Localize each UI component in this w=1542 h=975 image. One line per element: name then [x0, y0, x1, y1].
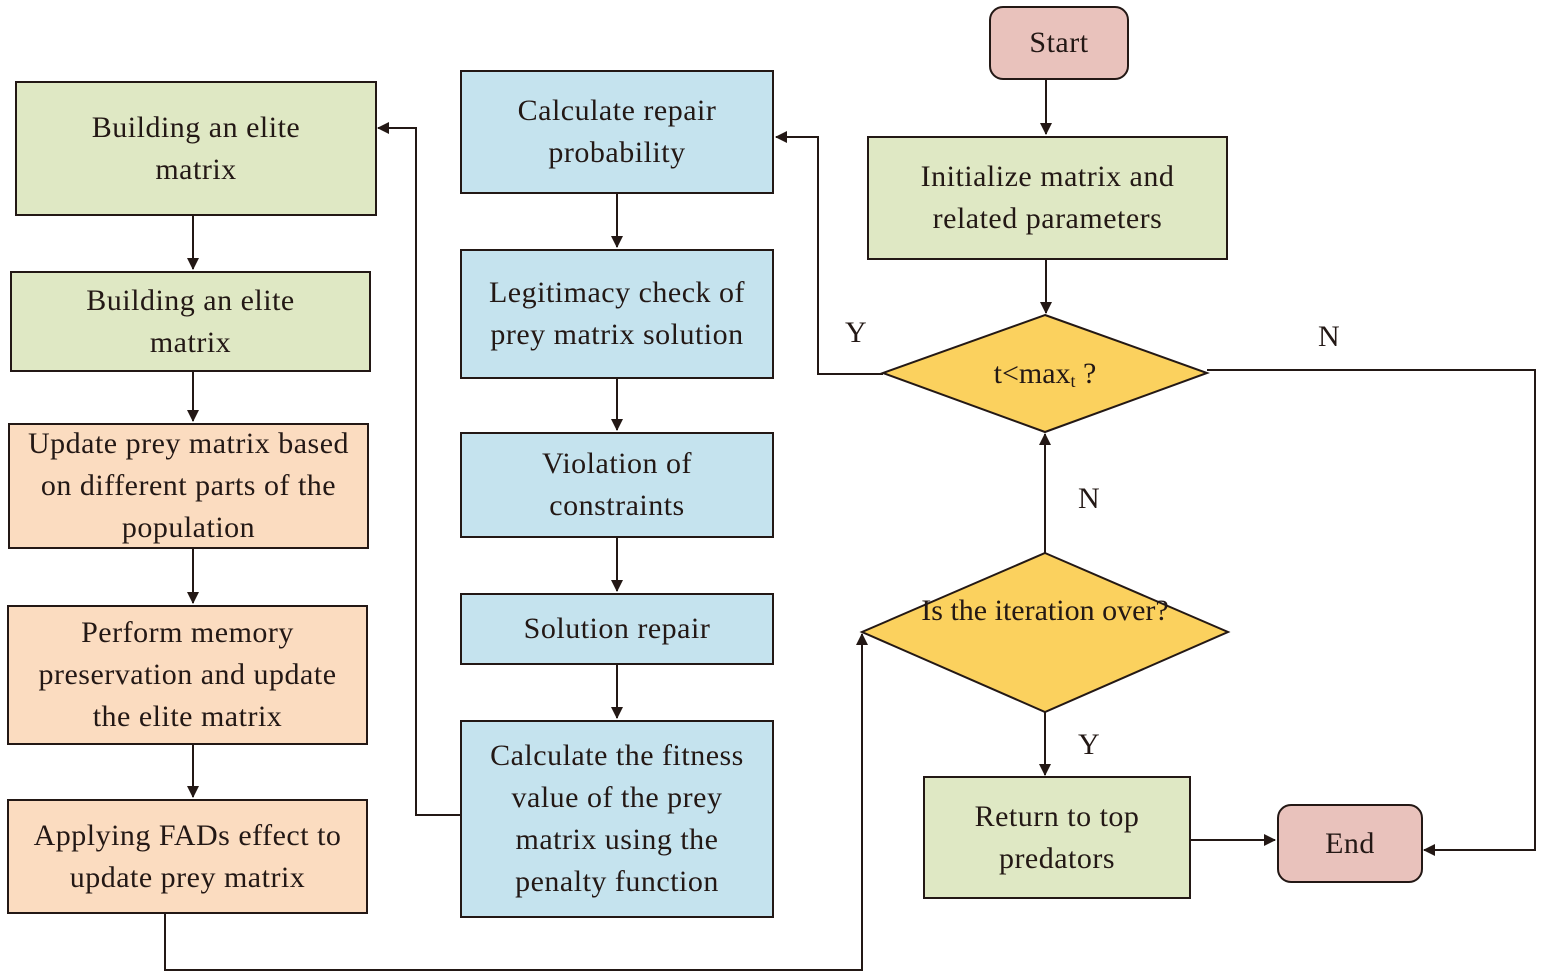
- edge-label-max-no: N: [1318, 320, 1340, 353]
- init-label: Initialize matrix and related parameters: [920, 160, 1175, 235]
- arrow-max-no-end: [1207, 369, 1536, 856]
- solution-repair-process: Solution repair: [460, 593, 774, 665]
- edge-label-max-yes: Y: [845, 316, 867, 349]
- edge-label-iter-yes: Y: [1078, 728, 1100, 761]
- start-terminal: Start: [989, 6, 1129, 80]
- decision-iter-label: Is the iteration over?: [921, 594, 1169, 627]
- decision-iter-shape: [859, 551, 1231, 714]
- fads-process: Applying FADs effect to update prey matr…: [7, 799, 368, 914]
- end-terminal: End: [1277, 804, 1423, 883]
- memory-process: Perform memory preservation and update t…: [7, 605, 368, 745]
- end-label: End: [1325, 826, 1375, 860]
- arrow-fitness-elite: [377, 122, 465, 816]
- legitimacy-check-process: Legitimacy check of prey matrix solution: [460, 249, 774, 379]
- elite-matrix-process-2: Building an elite matrix: [10, 271, 371, 372]
- return-top-process: Return to top predators: [923, 776, 1191, 899]
- return-top-label: Return to top predators: [974, 799, 1140, 875]
- decision-max-shape: [880, 313, 1210, 434]
- repair-probability-process: Calculate repair probability: [460, 70, 774, 194]
- arrow-max-yes-repair: [775, 131, 883, 375]
- fitness-process: Calculate the fitness value of the prey …: [460, 720, 774, 918]
- start-label: Start: [1029, 26, 1089, 59]
- update-prey-process: Update prey matrix based on different pa…: [8, 423, 369, 549]
- violation-process: Violation of constraints: [460, 432, 774, 538]
- elite-matrix-process-1: Building an elite matrix: [15, 81, 377, 216]
- edge-label-iter-no: N: [1078, 482, 1100, 515]
- init-process: Initialize matrix and related parameters: [867, 136, 1228, 260]
- arrow-fads-iter: [164, 633, 868, 971]
- decision-max-label: t<maxt ?: [993, 357, 1097, 391]
